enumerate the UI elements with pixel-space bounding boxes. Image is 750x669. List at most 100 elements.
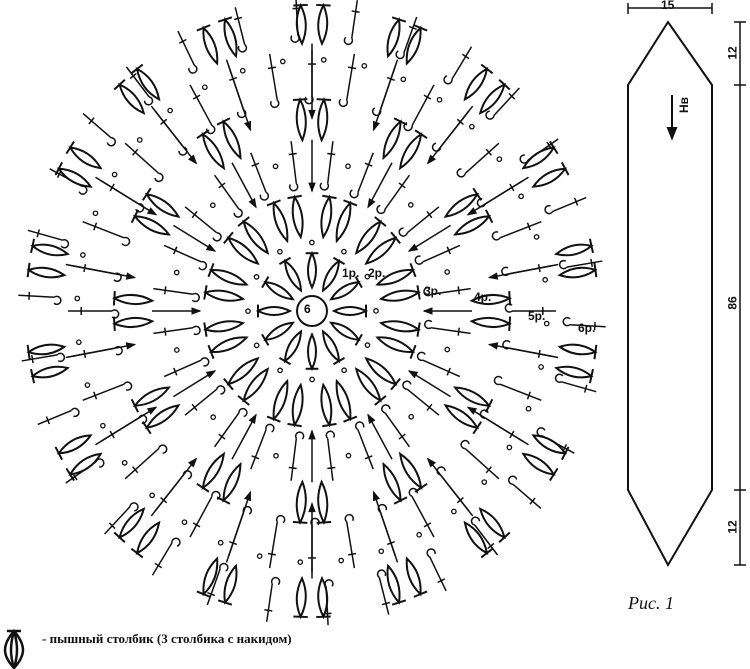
double-crochet-icon: [439, 474, 470, 512]
double-crochet-icon: [82, 383, 125, 401]
double-crochet-icon: [566, 260, 603, 268]
double-crochet-bar: [178, 38, 187, 44]
puff-stitch-top: [237, 395, 250, 406]
double-crochet-icon: [124, 142, 160, 175]
chain-loop-icon: [114, 345, 123, 356]
arrow-head-icon: [308, 502, 316, 513]
double-crochet-bar: [109, 430, 115, 439]
arrow-head-icon: [422, 307, 433, 315]
puff-stitch-icon: [222, 461, 242, 503]
chain-loop-icon: [310, 517, 320, 526]
chain-stitch-icon: [345, 452, 352, 459]
chain-loop-icon: [476, 198, 486, 208]
puff-stitch-top: [416, 285, 421, 300]
puff-stitch-top: [65, 140, 75, 155]
puff-stitch-top: [390, 377, 401, 391]
chain-loop-icon: [343, 36, 354, 46]
puff-stitch-icon: [317, 2, 329, 47]
double-crochet-icon: [151, 542, 173, 576]
arrow-head-icon: [426, 154, 437, 165]
double-crochet-icon: [326, 438, 334, 481]
double-crochet-icon: [499, 221, 542, 239]
chain-loop-icon: [53, 295, 62, 306]
chain-loop-icon: [198, 260, 208, 271]
round-label-4: 4р.: [474, 290, 492, 304]
chain-stitch-icon: [181, 519, 188, 526]
puff-stitch-icon: [405, 25, 422, 66]
arrow-head-icon: [487, 342, 499, 350]
arrow-head-icon: [146, 406, 158, 415]
center-ring: [296, 295, 328, 327]
puff-stitch-icon: [320, 382, 333, 428]
chain-stitch-icon: [173, 347, 180, 353]
double-crochet-icon: [406, 388, 440, 416]
puff-stitch-icon: [30, 365, 70, 379]
chain-loop-icon: [349, 189, 359, 199]
chain-loop-icon: [456, 168, 466, 178]
puff-stitch-top: [217, 16, 233, 23]
puff-stitch-icon: [26, 266, 67, 279]
puff-stitch-icon: [382, 461, 402, 503]
puff-stitch-icon: [478, 507, 506, 540]
chain-loop-icon: [395, 50, 405, 60]
double-crochet-icon: [430, 327, 471, 335]
arrow-head-icon: [187, 154, 198, 165]
puff-stitch-icon: [263, 280, 295, 301]
puff-stitch-icon: [521, 452, 556, 476]
double-crochet-icon: [569, 324, 606, 328]
double-crochet-icon: [351, 0, 359, 39]
chain-stitch-icon: [92, 210, 99, 217]
puff-stitch-top: [593, 344, 598, 360]
puff-stitch-top: [216, 117, 231, 126]
center-chain-count: 6: [304, 302, 311, 316]
puff-stitch-top: [316, 3, 331, 7]
arrow-head-icon: [487, 272, 499, 280]
puff-stitch-top: [266, 415, 281, 423]
puff-stitch-icon: [375, 336, 416, 353]
double-crochet-icon: [295, 0, 299, 36]
chain-loop-icon: [121, 236, 131, 247]
chain-stitch-icon: [245, 308, 251, 314]
double-crochet-bar: [348, 552, 357, 556]
puff-stitch-icon: [378, 289, 421, 302]
puff-stitch-top: [560, 161, 570, 176]
puff-stitch-icon: [112, 316, 155, 329]
double-crochet-bar: [381, 601, 390, 606]
puff-stitch-icon: [202, 25, 219, 66]
puff-stitch-top: [30, 238, 36, 254]
double-crochet-bar: [207, 592, 216, 597]
double-crochet-bar: [31, 355, 34, 364]
puff-stitch-top: [223, 231, 234, 245]
chain-loop-icon: [289, 183, 299, 192]
double-crochet-icon: [464, 447, 500, 480]
double-crochet-icon: [104, 506, 131, 535]
chain-stitch-icon: [111, 171, 118, 178]
puff-stitch-top: [287, 422, 302, 428]
chain-stitch-icon: [277, 367, 283, 374]
chain-stitch-icon: [272, 163, 279, 170]
puff-stitch-top: [261, 333, 270, 346]
arrow-head-icon: [248, 197, 257, 209]
puff-stitch-icon: [30, 243, 70, 257]
chain-stitch-icon: [309, 376, 315, 383]
double-crochet-icon: [213, 412, 240, 448]
puff-stitch-icon: [203, 320, 246, 333]
puff-stitch-top: [130, 398, 140, 413]
chain-stitch-icon: [436, 96, 443, 103]
chain-loop-icon: [501, 266, 510, 277]
chain-loop-icon: [507, 475, 518, 485]
double-crochet-bar: [56, 170, 62, 178]
puff-stitch-icon: [295, 479, 307, 525]
chain-loop-icon: [319, 182, 330, 191]
puff-stitch-icon: [331, 306, 369, 316]
chain-loop-icon: [371, 107, 382, 117]
double-crochet-icon: [561, 381, 597, 393]
chain-loop-icon: [270, 576, 281, 586]
double-crochet-icon: [65, 461, 97, 484]
puff-stitch-icon: [263, 321, 295, 342]
puff-stitch-top: [593, 262, 598, 278]
chain-loop-icon: [398, 227, 408, 237]
puff-stitch-top: [484, 209, 494, 224]
chain-loop-icon: [178, 146, 188, 156]
double-crochet-icon: [184, 206, 218, 234]
